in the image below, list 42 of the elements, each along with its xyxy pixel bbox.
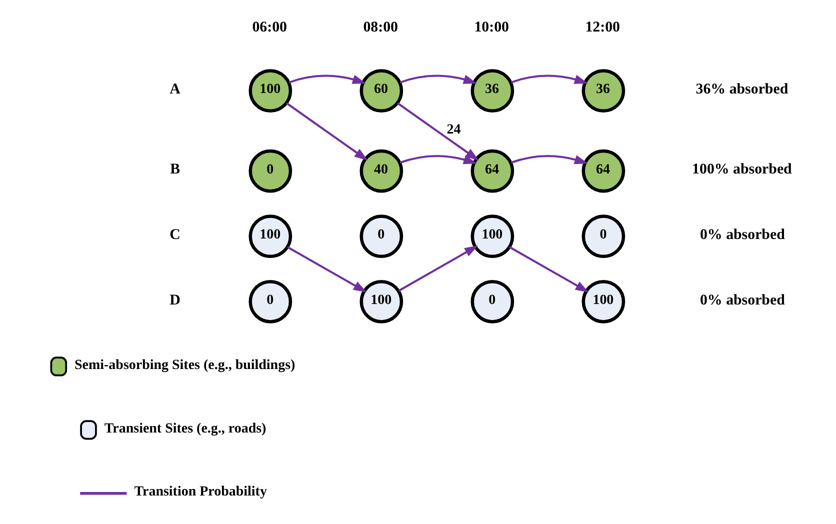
label: 10:00 — [474, 19, 509, 36]
node-circle: 0 — [248, 280, 292, 324]
label: D — [169, 292, 180, 308]
label: B — [170, 162, 180, 178]
label: 12:00 — [584, 19, 620, 36]
legend-label: Transition Probability — [134, 484, 266, 500]
node-circle: 36 — [581, 69, 625, 113]
node-circle: 0 — [581, 214, 625, 258]
label: 08:00 — [362, 19, 398, 36]
node-circle: 0 — [248, 149, 292, 193]
node-circle: 0 — [470, 280, 514, 324]
arrow — [288, 74, 366, 84]
label: C — [169, 226, 180, 243]
edge-label: 24 — [446, 122, 460, 138]
arrow — [399, 74, 476, 84]
arrow — [399, 155, 476, 164]
arrow — [285, 102, 368, 160]
node-circle: 100 — [248, 214, 292, 258]
node-circle: 100 — [581, 280, 625, 324]
node-circle: 36 — [470, 69, 514, 113]
node-circle: 100 — [470, 214, 514, 258]
node-circle: 64 — [581, 149, 625, 193]
node-circle: 40 — [359, 149, 403, 193]
label: 36% absorbed — [695, 81, 788, 98]
label: 0% absorbed — [699, 292, 784, 308]
arrow — [398, 246, 478, 292]
node-circle: 64 — [470, 149, 514, 193]
arrow — [286, 246, 366, 292]
node-circle: 0 — [359, 214, 403, 258]
node-circle: 100 — [359, 280, 403, 324]
label: 06:00 — [252, 19, 286, 36]
legend-label: Transient Sites (e.g., roads) — [104, 421, 266, 436]
label: A — [169, 81, 180, 98]
node-circle: 100 — [248, 69, 292, 113]
arrow — [510, 155, 588, 164]
arrow — [508, 246, 588, 292]
arrow — [510, 74, 588, 84]
node-circle: 60 — [359, 69, 403, 113]
label: 0% absorbed — [699, 226, 784, 243]
legend-label: Semi-absorbing Sites (e.g., buildings) — [74, 358, 295, 373]
arrow — [396, 102, 478, 160]
label: 100% absorbed — [692, 162, 792, 178]
